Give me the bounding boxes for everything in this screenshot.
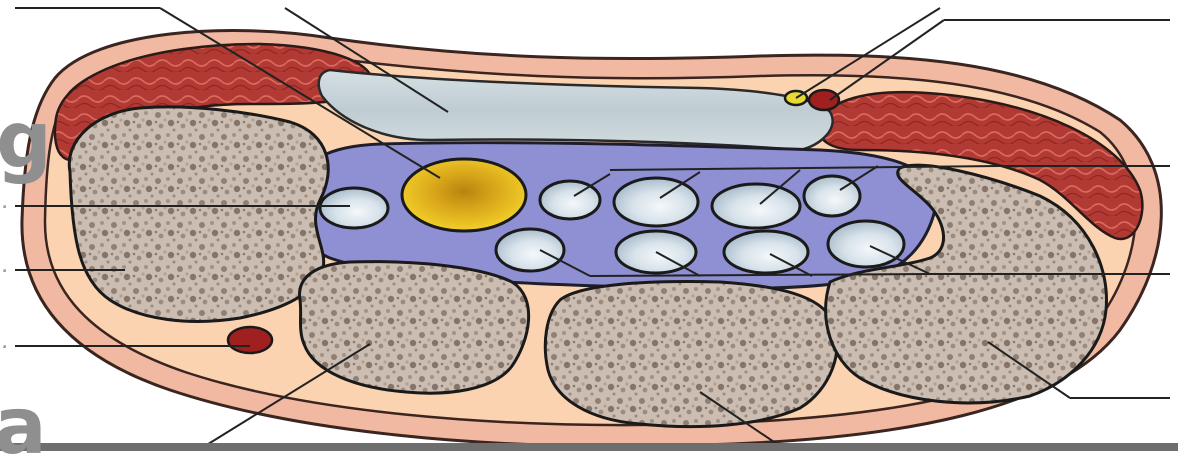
tendon-2: [614, 178, 698, 226]
radial-artery: [228, 327, 272, 353]
carpal-cross-section-diagram: [0, 0, 1178, 451]
bone-trapezium: [69, 107, 328, 321]
edge-fragment-1: .: [2, 196, 7, 212]
bone-trapezoid: [300, 262, 529, 394]
edge-fragment-3: .: [2, 336, 7, 352]
bottom-frame-bar: [0, 443, 1178, 451]
tendon-flexor-pollicis: [320, 188, 388, 228]
tendon-8: [828, 221, 904, 267]
edge-letter-bottom: a: [0, 388, 47, 466]
tendon-3: [712, 184, 800, 228]
median-nerve: [402, 159, 526, 231]
tendon-5: [496, 229, 564, 271]
edge-fragment-2: .: [2, 260, 7, 276]
edge-letter-top: g: [0, 102, 52, 180]
bone-capitate: [545, 282, 837, 427]
ulnar-artery: [809, 90, 839, 110]
